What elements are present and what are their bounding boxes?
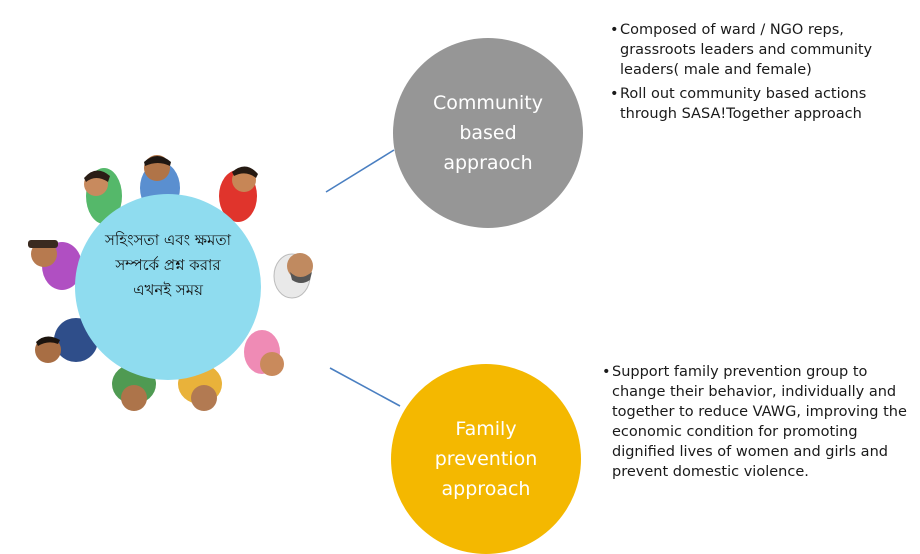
person-icon — [28, 240, 82, 290]
family-bubble: Family prevention approach — [391, 364, 581, 554]
person-icon — [219, 166, 258, 222]
connector-family — [329, 367, 401, 407]
person-icon — [244, 330, 284, 376]
center-circle-text: সহিংসতা এবং ক্ষমতা সম্পর্কে প্রশ্ন করার … — [75, 228, 261, 303]
family-bullets: Support family prevention group to chang… — [602, 362, 910, 486]
center-line-2: সম্পর্কে প্রশ্ন করার — [115, 256, 221, 274]
community-bullets: Composed of ward / NGO reps, grassroots … — [610, 20, 912, 128]
community-bubble: Community based appraoch — [393, 38, 583, 228]
family-label-line: prevention — [434, 448, 538, 470]
center-line-3: এখনই সময় — [133, 281, 203, 299]
center-line-1: সহিংসতা এবং ক্ষমতা — [105, 231, 231, 249]
community-label-line: appraoch — [443, 152, 533, 174]
center-circle — [75, 194, 261, 380]
family-label-line: Family — [455, 418, 517, 440]
people-circle-illustration — [28, 155, 313, 411]
person-icon — [84, 168, 122, 224]
family-bullet: Support family prevention group to chang… — [602, 362, 910, 482]
community-label-line: Community — [433, 92, 543, 114]
connector-community — [325, 149, 395, 193]
community-label-line: based — [459, 122, 517, 144]
person-icon — [273, 253, 313, 299]
family-label-line: approach — [441, 478, 531, 500]
community-bullet: Roll out community based actions through… — [610, 84, 912, 124]
community-bullet: Composed of ward / NGO reps, grassroots … — [610, 20, 912, 80]
